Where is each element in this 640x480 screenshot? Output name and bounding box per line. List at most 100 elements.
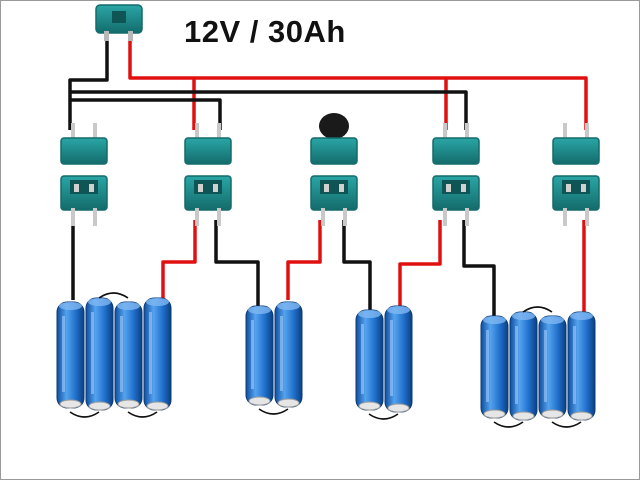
cell-highlight	[486, 330, 489, 402]
cell-terminal	[117, 399, 140, 409]
cell-body	[567, 311, 596, 421]
cell-terminal	[248, 396, 271, 406]
connector-pin	[104, 31, 109, 41]
connector-lead	[93, 208, 97, 226]
connector-pin	[71, 123, 75, 139]
cell-top	[277, 302, 300, 310]
cell-terminal	[277, 398, 300, 408]
connector-lead	[71, 208, 75, 226]
connector-pin	[563, 123, 567, 139]
cell-jumper-wire	[493, 421, 524, 428]
cell-top	[358, 310, 381, 318]
battery-cell	[480, 315, 509, 419]
cell-terminal	[570, 411, 593, 421]
cell-highlight	[120, 316, 123, 392]
connector-plug	[60, 137, 108, 165]
cell-highlight	[361, 324, 364, 394]
connector-pin	[443, 123, 447, 139]
pack-negative-wire	[214, 220, 260, 306]
cell-jumper-wire	[127, 411, 158, 418]
cell-body	[509, 311, 538, 421]
connector-lead	[195, 208, 199, 226]
positive-bus-wire	[128, 35, 588, 130]
battery-cell	[56, 301, 85, 409]
cell-highlight	[91, 312, 94, 394]
connector-pin	[446, 184, 451, 192]
connector-lead	[465, 208, 469, 226]
connector-pin	[195, 123, 199, 139]
cell-highlight	[62, 316, 65, 392]
cell-jumper-wire	[98, 292, 129, 299]
battery-cell	[114, 301, 143, 409]
cell-top	[88, 298, 111, 306]
cell-body	[538, 315, 567, 419]
connector-lead	[343, 208, 347, 226]
battery-cell	[567, 311, 596, 421]
cell-terminal	[88, 401, 111, 411]
battery-cell	[274, 301, 303, 408]
connector-plug	[184, 137, 232, 165]
connector-plug	[432, 137, 480, 165]
connector-pin	[465, 123, 469, 139]
connector-pair	[184, 123, 232, 226]
connector-pin	[461, 184, 466, 192]
cell-terminal	[146, 401, 169, 411]
negative-bus-wire	[70, 90, 468, 130]
connector-plug	[310, 137, 358, 165]
negative-drop-wire	[70, 98, 222, 130]
cell-top	[59, 302, 82, 310]
battery-pack	[245, 301, 303, 415]
connector-pair	[552, 123, 600, 226]
connector-lead	[443, 208, 447, 226]
cell-top	[248, 306, 271, 314]
pack-negative-wire	[462, 220, 496, 318]
battery-pack	[355, 305, 413, 420]
connector-pair	[432, 123, 480, 226]
connector-lead	[217, 208, 221, 226]
cell-terminal	[512, 411, 535, 421]
battery-cell	[538, 315, 567, 419]
cell-highlight	[515, 326, 518, 404]
cell-terminal	[358, 401, 381, 411]
cell-body	[56, 301, 85, 409]
battery-pack	[480, 306, 596, 428]
wire-bundle	[319, 113, 349, 139]
connector-pin	[581, 184, 586, 192]
cell-body	[85, 297, 114, 411]
battery-cell	[143, 297, 172, 411]
pack-negative-wire	[342, 220, 372, 310]
cell-highlight	[280, 316, 283, 391]
connector-pin	[339, 184, 344, 192]
cell-body	[143, 297, 172, 411]
cell-highlight	[390, 320, 393, 396]
negative-bus-wire	[68, 35, 109, 130]
cell-highlight	[544, 330, 547, 402]
connector-pin	[324, 184, 329, 192]
battery-cell	[355, 309, 384, 411]
cell-highlight	[573, 326, 576, 404]
master-connector	[95, 4, 143, 41]
cell-top	[146, 298, 169, 306]
cell-terminal	[541, 409, 564, 419]
battery-cell	[384, 305, 413, 413]
cell-body	[114, 301, 143, 409]
connector-pin	[566, 184, 571, 192]
connector-lead	[321, 208, 325, 226]
connector-plug	[552, 137, 600, 165]
cell-terminal	[59, 399, 82, 409]
connector-pin	[128, 31, 133, 41]
cell-body	[355, 309, 384, 411]
cell-top	[570, 312, 593, 320]
cell-top	[483, 316, 506, 324]
pack-positive-wire	[398, 220, 442, 306]
connector-pin	[217, 123, 221, 139]
cell-terminal	[483, 409, 506, 419]
cell-top	[387, 306, 410, 314]
cell-highlight	[149, 312, 152, 394]
cell-jumper-wire	[69, 411, 100, 418]
pack-positive-wire	[286, 220, 322, 300]
battery-pack	[56, 292, 172, 418]
cell-top	[117, 302, 140, 310]
